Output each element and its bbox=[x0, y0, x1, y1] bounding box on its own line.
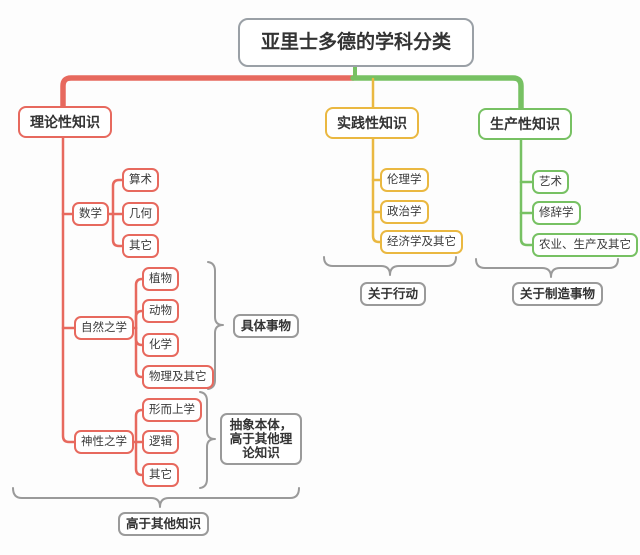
branch-practical-knowledge[interactable]: 实践性知识 bbox=[325, 107, 419, 139]
label-abstract-noumenon[interactable]: 抽象本体，高于其他理论知识 bbox=[220, 413, 302, 465]
node-plants[interactable]: 植物 bbox=[142, 267, 179, 291]
branch-theoretical-knowledge[interactable]: 理论性知识 bbox=[18, 106, 112, 138]
node-animals[interactable]: 动物 bbox=[142, 299, 179, 323]
node-agriculture-production-other[interactable]: 农业、生产及其它 bbox=[532, 233, 638, 257]
node-divine-other[interactable]: 其它 bbox=[142, 463, 179, 487]
node-rhetoric[interactable]: 修辞学 bbox=[532, 201, 581, 225]
node-art[interactable]: 艺术 bbox=[532, 170, 569, 194]
brace-about-making bbox=[475, 258, 619, 278]
node-logic[interactable]: 逻辑 bbox=[142, 430, 179, 454]
label-concrete-things[interactable]: 具体事物 bbox=[233, 314, 300, 338]
node-physics-and-other[interactable]: 物理及其它 bbox=[142, 365, 214, 389]
node-divine-science[interactable]: 神性之学 bbox=[74, 430, 134, 454]
node-ethics[interactable]: 伦理学 bbox=[380, 168, 429, 192]
branch-productive-knowledge[interactable]: 生产性知识 bbox=[478, 108, 572, 140]
brace-abstract-noumenon bbox=[199, 391, 216, 489]
label-about-action[interactable]: 关于行动 bbox=[360, 282, 427, 306]
node-chemistry[interactable]: 化学 bbox=[142, 333, 179, 357]
label-above-other-knowledge[interactable]: 高于其他知识 bbox=[118, 512, 210, 536]
yellow-branch-wires bbox=[371, 128, 383, 244]
label-about-making-things[interactable]: 关于制造事物 bbox=[512, 282, 604, 306]
trunk-green bbox=[350, 75, 524, 123]
root-node-title[interactable]: 亚里士多德的学科分类 bbox=[237, 18, 475, 67]
node-economics-and-other[interactable]: 经济学及其它 bbox=[380, 230, 463, 254]
brace-concrete-things bbox=[207, 261, 224, 390]
brace-about-action bbox=[323, 256, 457, 276]
node-math[interactable]: 数学 bbox=[72, 202, 109, 226]
green-branch-wires bbox=[519, 128, 535, 247]
braces bbox=[12, 256, 619, 508]
trunk-red bbox=[60, 75, 356, 123]
node-natural-science[interactable]: 自然之学 bbox=[74, 316, 134, 340]
brace-above-other-knowledge bbox=[12, 487, 300, 508]
node-geometry[interactable]: 几何 bbox=[122, 202, 159, 226]
node-math-other[interactable]: 其它 bbox=[122, 234, 159, 258]
node-arithmetic[interactable]: 算术 bbox=[122, 168, 159, 192]
node-metaphysics[interactable]: 形而上学 bbox=[142, 398, 202, 422]
node-politics[interactable]: 政治学 bbox=[380, 200, 429, 224]
